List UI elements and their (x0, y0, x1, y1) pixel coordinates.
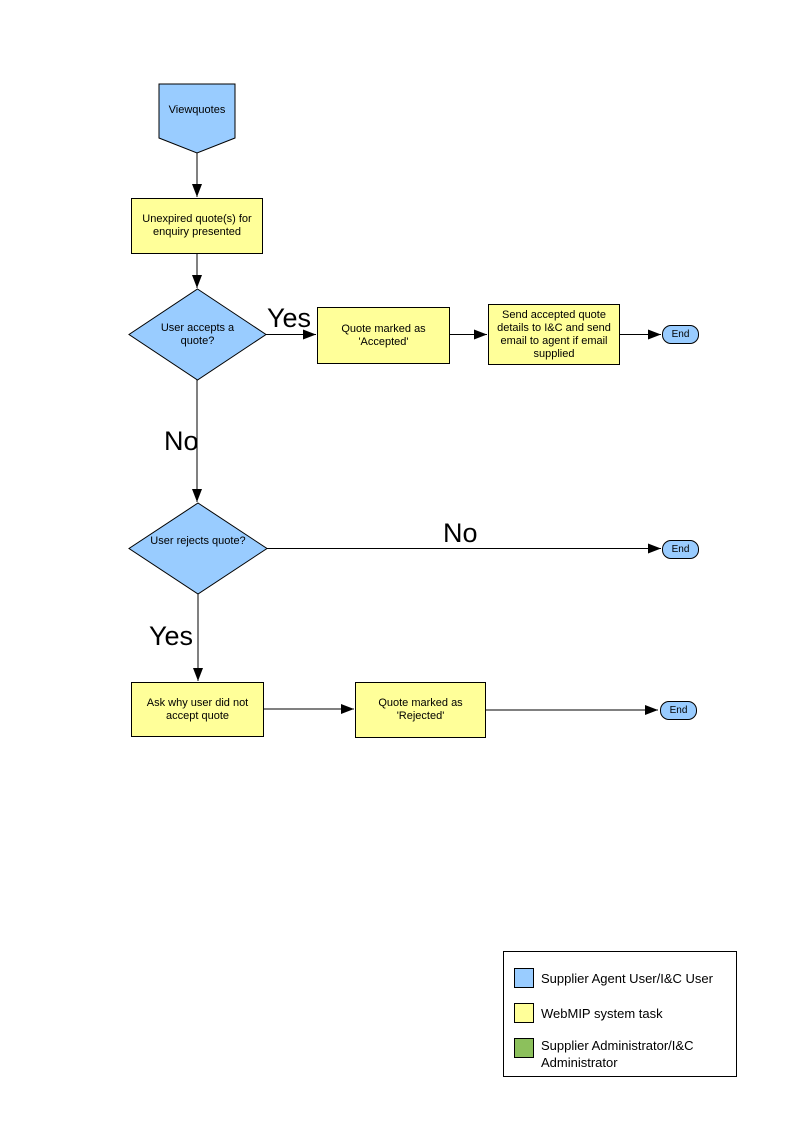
end-node-not-rejected: End (662, 540, 699, 559)
edge-label-rejects-no: No (443, 518, 478, 548)
end-node-accepted: End (662, 325, 699, 344)
process-marked-rejected: Quote marked as 'Rejected' (355, 682, 486, 738)
process-ask-why: Ask why user did not accept quote (131, 682, 264, 737)
decision-rejects-diamond (128, 502, 268, 595)
process-unexpired-quotes: Unexpired quote(s) for enquiry presented (131, 198, 263, 254)
start-node-label: Viewquotes (168, 104, 226, 116)
legend-box: Supplier Agent User/I&C User WebMIP syst… (503, 951, 737, 1077)
legend-label-system-task: WebMIP system task (541, 1006, 663, 1021)
legend-swatch-admin (514, 1038, 534, 1058)
legend-label-user: Supplier Agent User/I&C User (541, 971, 713, 986)
legend-swatch-system-task (514, 1003, 534, 1023)
legend-swatch-user (514, 968, 534, 988)
process-marked-accepted: Quote marked as 'Accepted' (317, 307, 450, 364)
process-send-details: Send accepted quote details to I&C and s… (488, 304, 620, 365)
decision-rejects-label: User rejects quote? (150, 535, 246, 547)
edge-label-accepts-no: No (164, 426, 199, 456)
edge-label-rejects-yes: Yes (149, 621, 194, 651)
legend-label-admin: Supplier Administrator/I&C Administrator (541, 1038, 694, 1070)
decision-accepts-label: User accepts a quote? (160, 322, 235, 347)
edge-label-accepts-yes: Yes (267, 303, 312, 333)
start-pentagon-shape (158, 83, 236, 154)
end-node-rejected: End (660, 701, 697, 720)
